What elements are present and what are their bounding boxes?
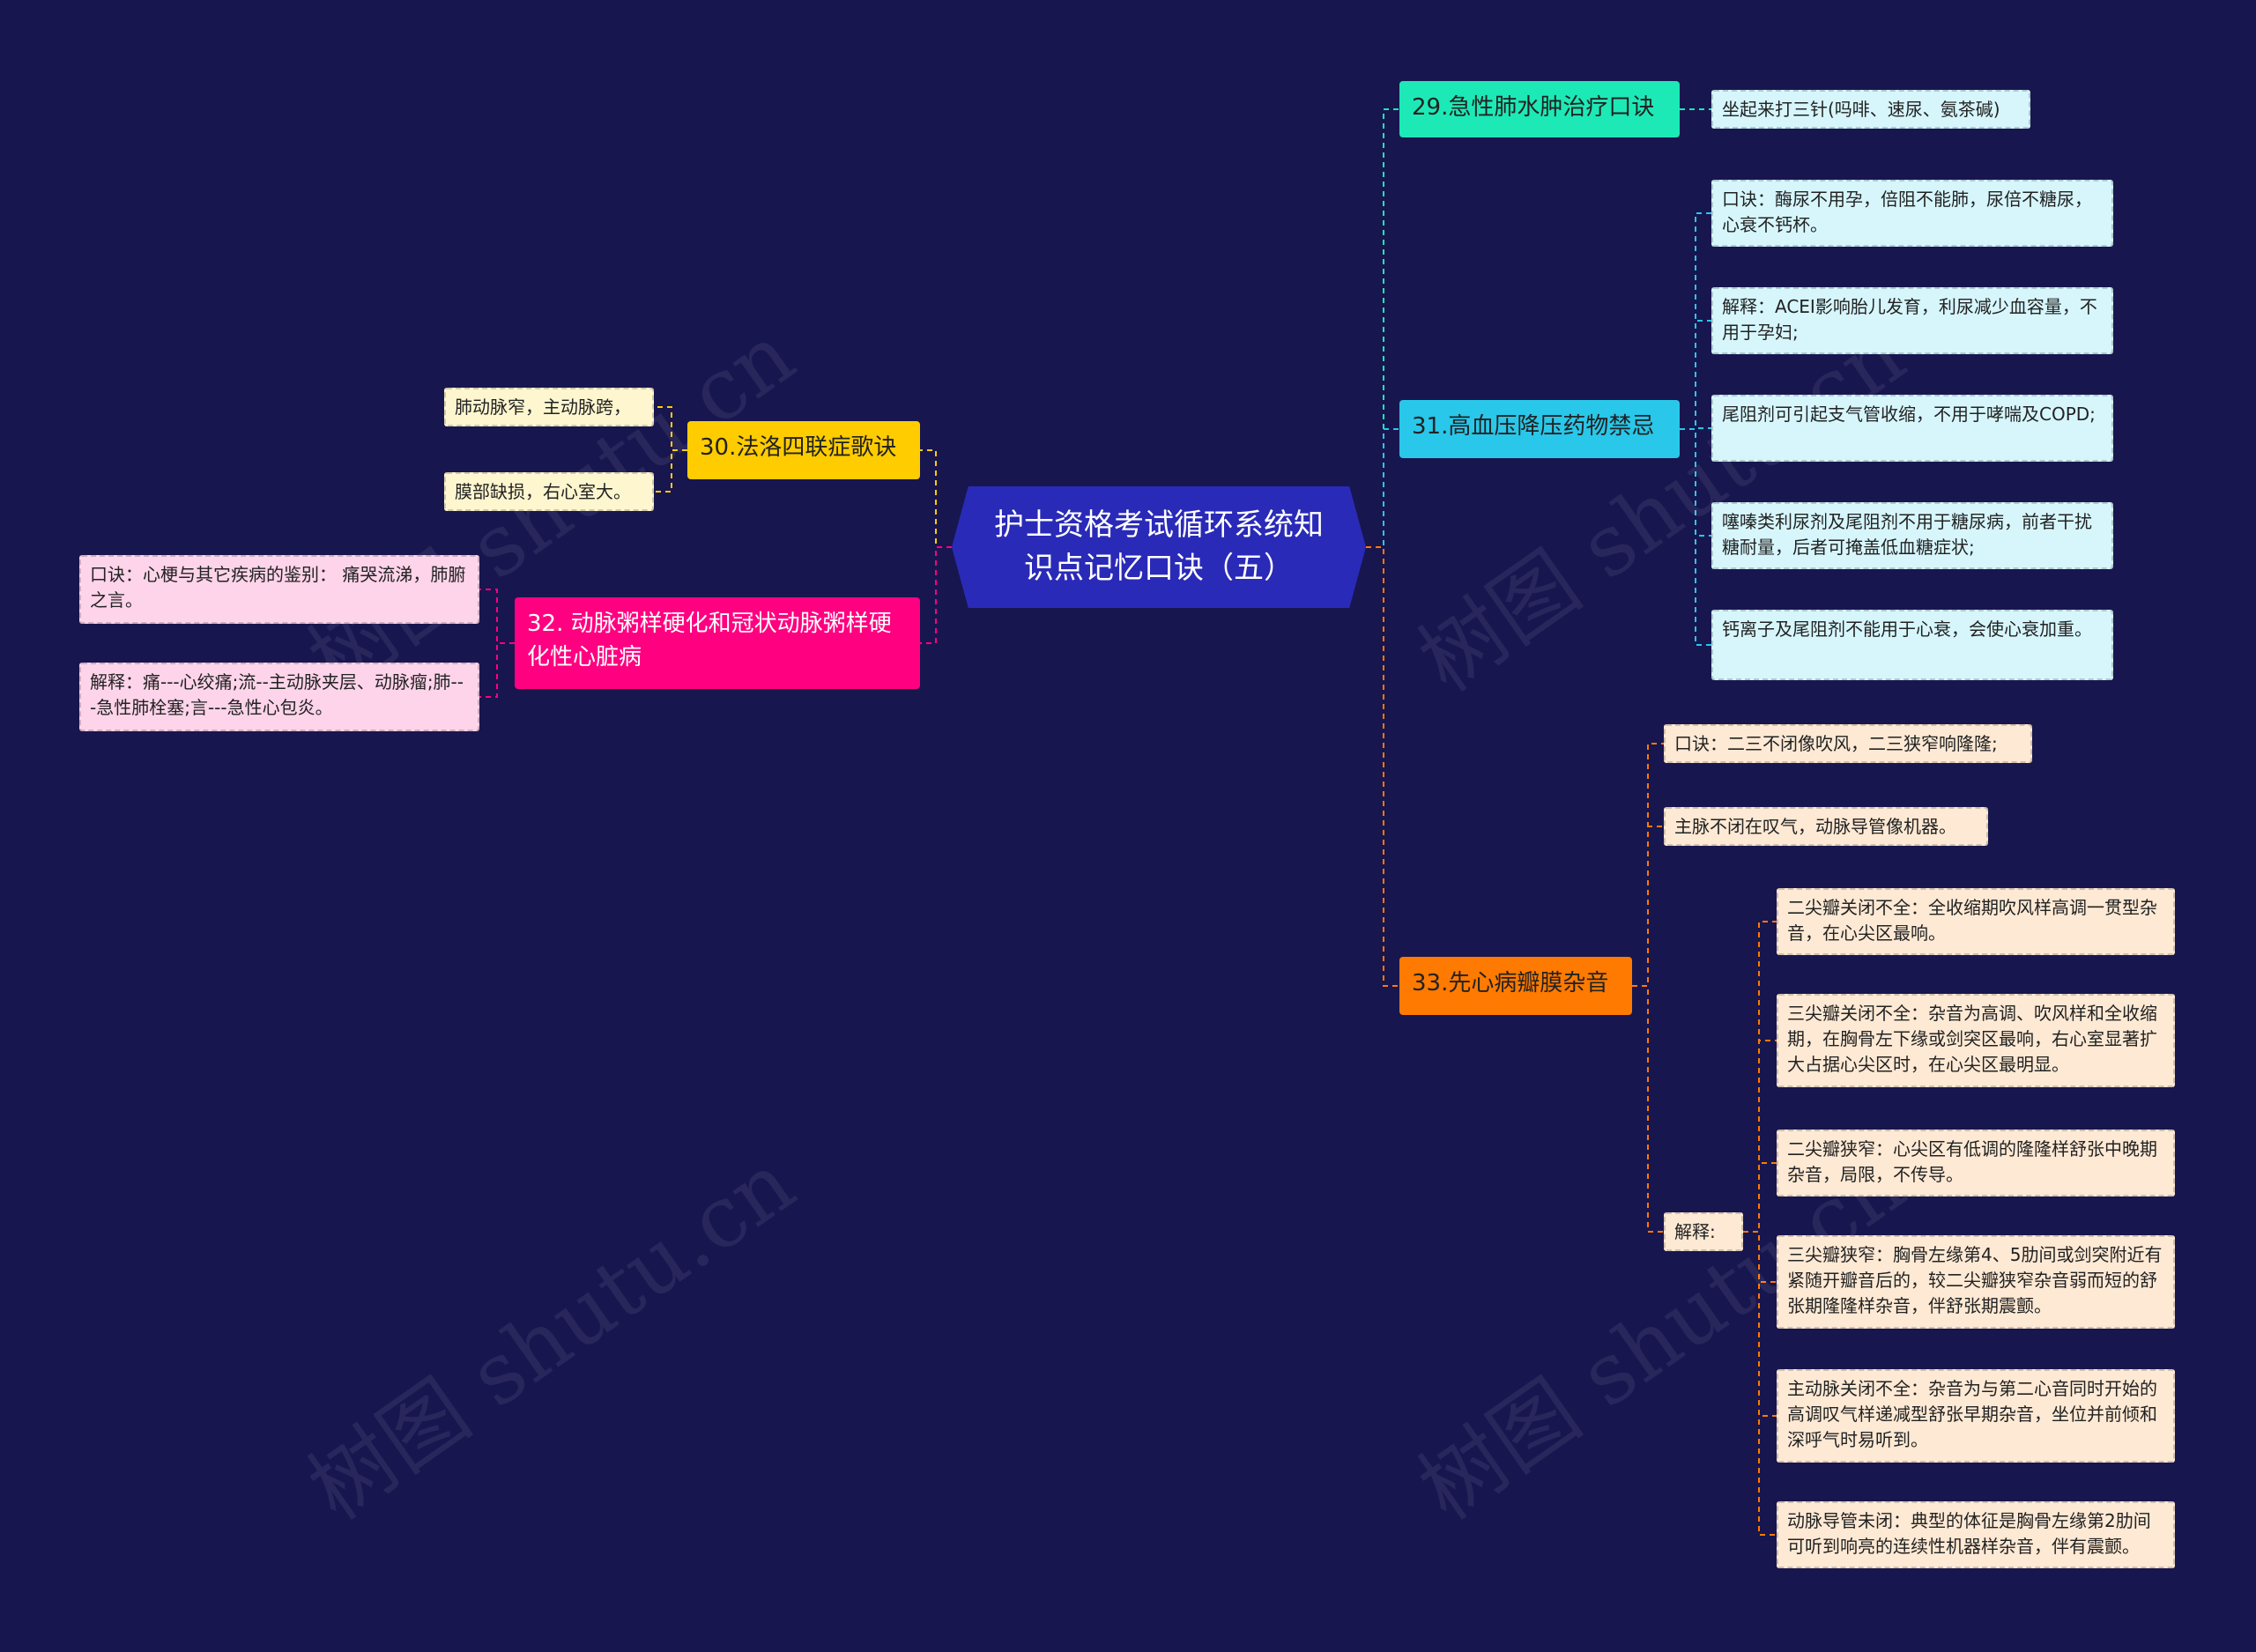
connector	[654, 449, 687, 493]
connector	[479, 589, 515, 644]
branch-33[interactable]: 33.先心病瓣膜杂音	[1399, 957, 1632, 1015]
leaf-31-2[interactable]: 解释：ACEI影响胎儿发育，利尿减少血容量，不用于孕妇;	[1711, 287, 2113, 354]
root-topic[interactable]: 护士资格考试循环系统知识点记忆口诀（五）	[952, 486, 1366, 608]
connector	[1366, 428, 1399, 548]
leaf-32-2[interactable]: 解释：痛---心绞痛;流--主动脉夹层、动脉瘤;肺---急性肺栓塞;言---急性…	[79, 663, 479, 731]
branch-29[interactable]: 29.急性肺水肿治疗口诀	[1399, 81, 1680, 137]
connector	[1680, 212, 1711, 430]
explain-item-3[interactable]: 二尖瓣狭窄：心尖区有低调的隆隆样舒张中晚期杂音，局限，不传导。	[1777, 1130, 2175, 1196]
leaf-31-4[interactable]: 噻嗪类利尿剂及尾阻剂不用于糖尿病，前者干扰糖耐量，后者可掩盖低血糖症状;	[1711, 502, 2113, 569]
connector	[1743, 1040, 1777, 1233]
leaf-31-5[interactable]: 钙离子及尾阻剂不能用于心衰，会使心衰加重。	[1711, 610, 2113, 680]
connector	[1680, 428, 1711, 646]
branch-31[interactable]: 31.高血压降压药物禁忌	[1399, 400, 1680, 458]
connector	[1366, 546, 1399, 987]
connector	[1632, 985, 1664, 1233]
leaf-33-explain[interactable]: 解释:	[1664, 1212, 1743, 1251]
connector	[1680, 427, 1711, 430]
leaf-30-1[interactable]: 肺动脉窄，主动脉跨，	[444, 388, 654, 426]
connector	[654, 406, 687, 451]
connector	[1680, 320, 1711, 430]
connector	[920, 449, 952, 548]
leaf-29-1[interactable]: 坐起来打三针(吗啡、速尿、氨茶碱)	[1711, 90, 2030, 129]
leaf-32-1[interactable]: 口诀：心梗与其它疾病的鉴别： 痛哭流涕，肺腑之言。	[79, 555, 479, 624]
connector	[1743, 921, 1777, 1233]
leaf-33-2[interactable]: 主脉不闭在叹气，动脉导管像机器。	[1664, 807, 1988, 846]
explain-item-6[interactable]: 动脉导管未闭：典型的体征是胸骨左缘第2肋间可听到响亮的连续性机器样杂音，伴有震颤…	[1777, 1501, 2175, 1568]
explain-item-1[interactable]: 二尖瓣关闭不全：全收缩期吹风样高调一贯型杂音，在心尖区最响。	[1777, 888, 2175, 955]
leaf-31-3[interactable]: 尾阻剂可引起支气管收缩，不用于哮喘及COPD;	[1711, 395, 2113, 462]
connector	[1632, 826, 1664, 987]
explain-item-2[interactable]: 三尖瓣关闭不全：杂音为高调、吹风样和全收缩期，在胸骨左下缘或剑突区最响，右心室显…	[1777, 994, 2175, 1087]
connector	[479, 642, 515, 698]
explain-item-4[interactable]: 三尖瓣狭窄：胸骨左缘第4、5肋间或剑突附近有紧随开瓣音后的，较二尖瓣狭窄杂音弱而…	[1777, 1235, 2175, 1329]
leaf-31-1[interactable]: 口诀：酶尿不用孕，倍阻不能肺，尿倍不糖尿，心衰不钙杯。	[1711, 180, 2113, 247]
leaf-33-1[interactable]: 口诀：二三不闭像吹风，二三狭窄响隆隆;	[1664, 724, 2032, 763]
explain-item-5[interactable]: 主动脉关闭不全：杂音为与第二心音同时开始的高调叹气样递减型舒张早期杂音，坐位并前…	[1777, 1369, 2175, 1463]
branch-30[interactable]: 30.法洛四联症歌诀	[687, 421, 920, 479]
connector	[1366, 108, 1399, 548]
connector	[1743, 1162, 1777, 1233]
connector	[920, 546, 952, 644]
leaf-30-2[interactable]: 膜部缺损，右心室大。	[444, 472, 654, 511]
branch-32[interactable]: 32. 动脉粥样硬化和冠状动脉粥样硬化性心脏病	[515, 597, 920, 689]
connector	[1743, 1231, 1777, 1536]
